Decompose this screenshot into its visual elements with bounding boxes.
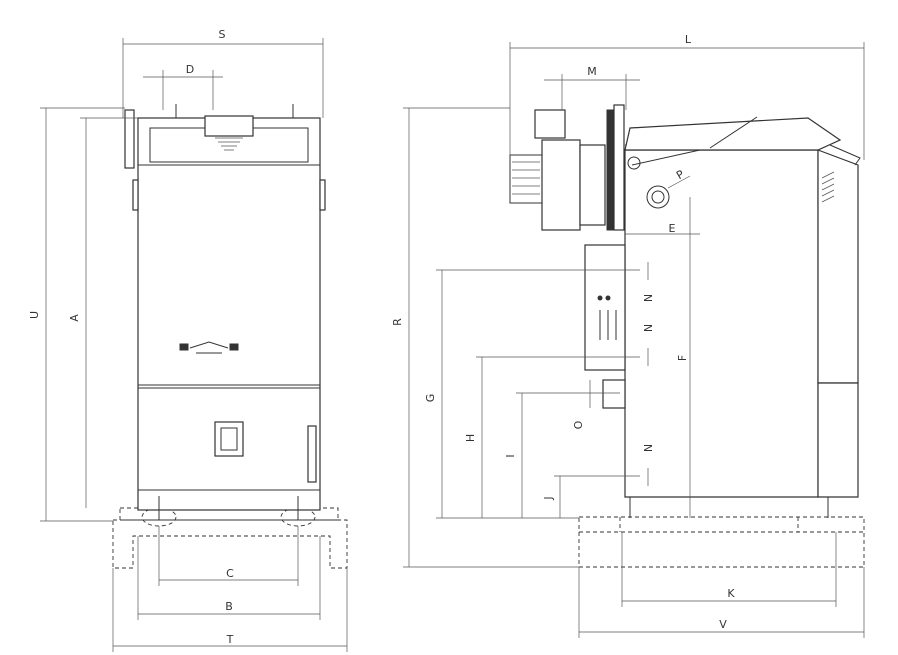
dim-label-N-2: N [642,324,655,332]
dim-label-A: A [68,314,81,322]
burner-hopper [534,109,566,139]
dim-label-N-3: N [642,444,655,452]
front-side-handle [307,425,317,483]
dim-label-D: D [186,63,194,76]
dim-label-I: I [504,454,517,457]
front-foot-right [280,507,316,527]
dim-label-C: C [226,567,234,580]
dim-label-B: B [225,600,233,613]
front-view [112,104,348,569]
flue-port [646,185,670,209]
front-door [214,421,244,457]
front-handle-left [124,109,135,169]
dim-label-J: J [542,496,555,500]
front-foot-left [141,507,177,527]
dim-label-M: M [587,65,597,78]
dim-label-R: R [391,318,404,326]
side-dimensions: L M P E R G H I J O N N N F [391,33,865,638]
dim-label-O: O [572,420,585,429]
burner-body [541,139,581,231]
dim-label-T: T [226,633,234,646]
control-panel [584,244,626,371]
dim-label-G: G [424,394,437,403]
side-view [509,104,865,568]
side-top-cover [624,117,842,151]
dim-label-F: F [676,355,689,361]
dim-label-H: H [464,434,477,442]
side-outlet [602,379,626,409]
side-base [578,516,865,568]
dim-label-L: L [685,33,692,46]
side-rear-panel [817,149,859,384]
front-top-box [204,115,254,137]
front-base-frame [112,519,348,569]
dim-label-E: E [669,222,676,235]
dim-label-K: K [727,587,735,600]
dim-label-N-1: N [642,294,655,302]
front-dimensions: S D U A C B T [28,28,348,652]
burner-fan [509,154,543,204]
dim-label-U: U [28,311,41,319]
dim-label-S: S [219,28,226,41]
dim-label-V: V [719,618,727,631]
